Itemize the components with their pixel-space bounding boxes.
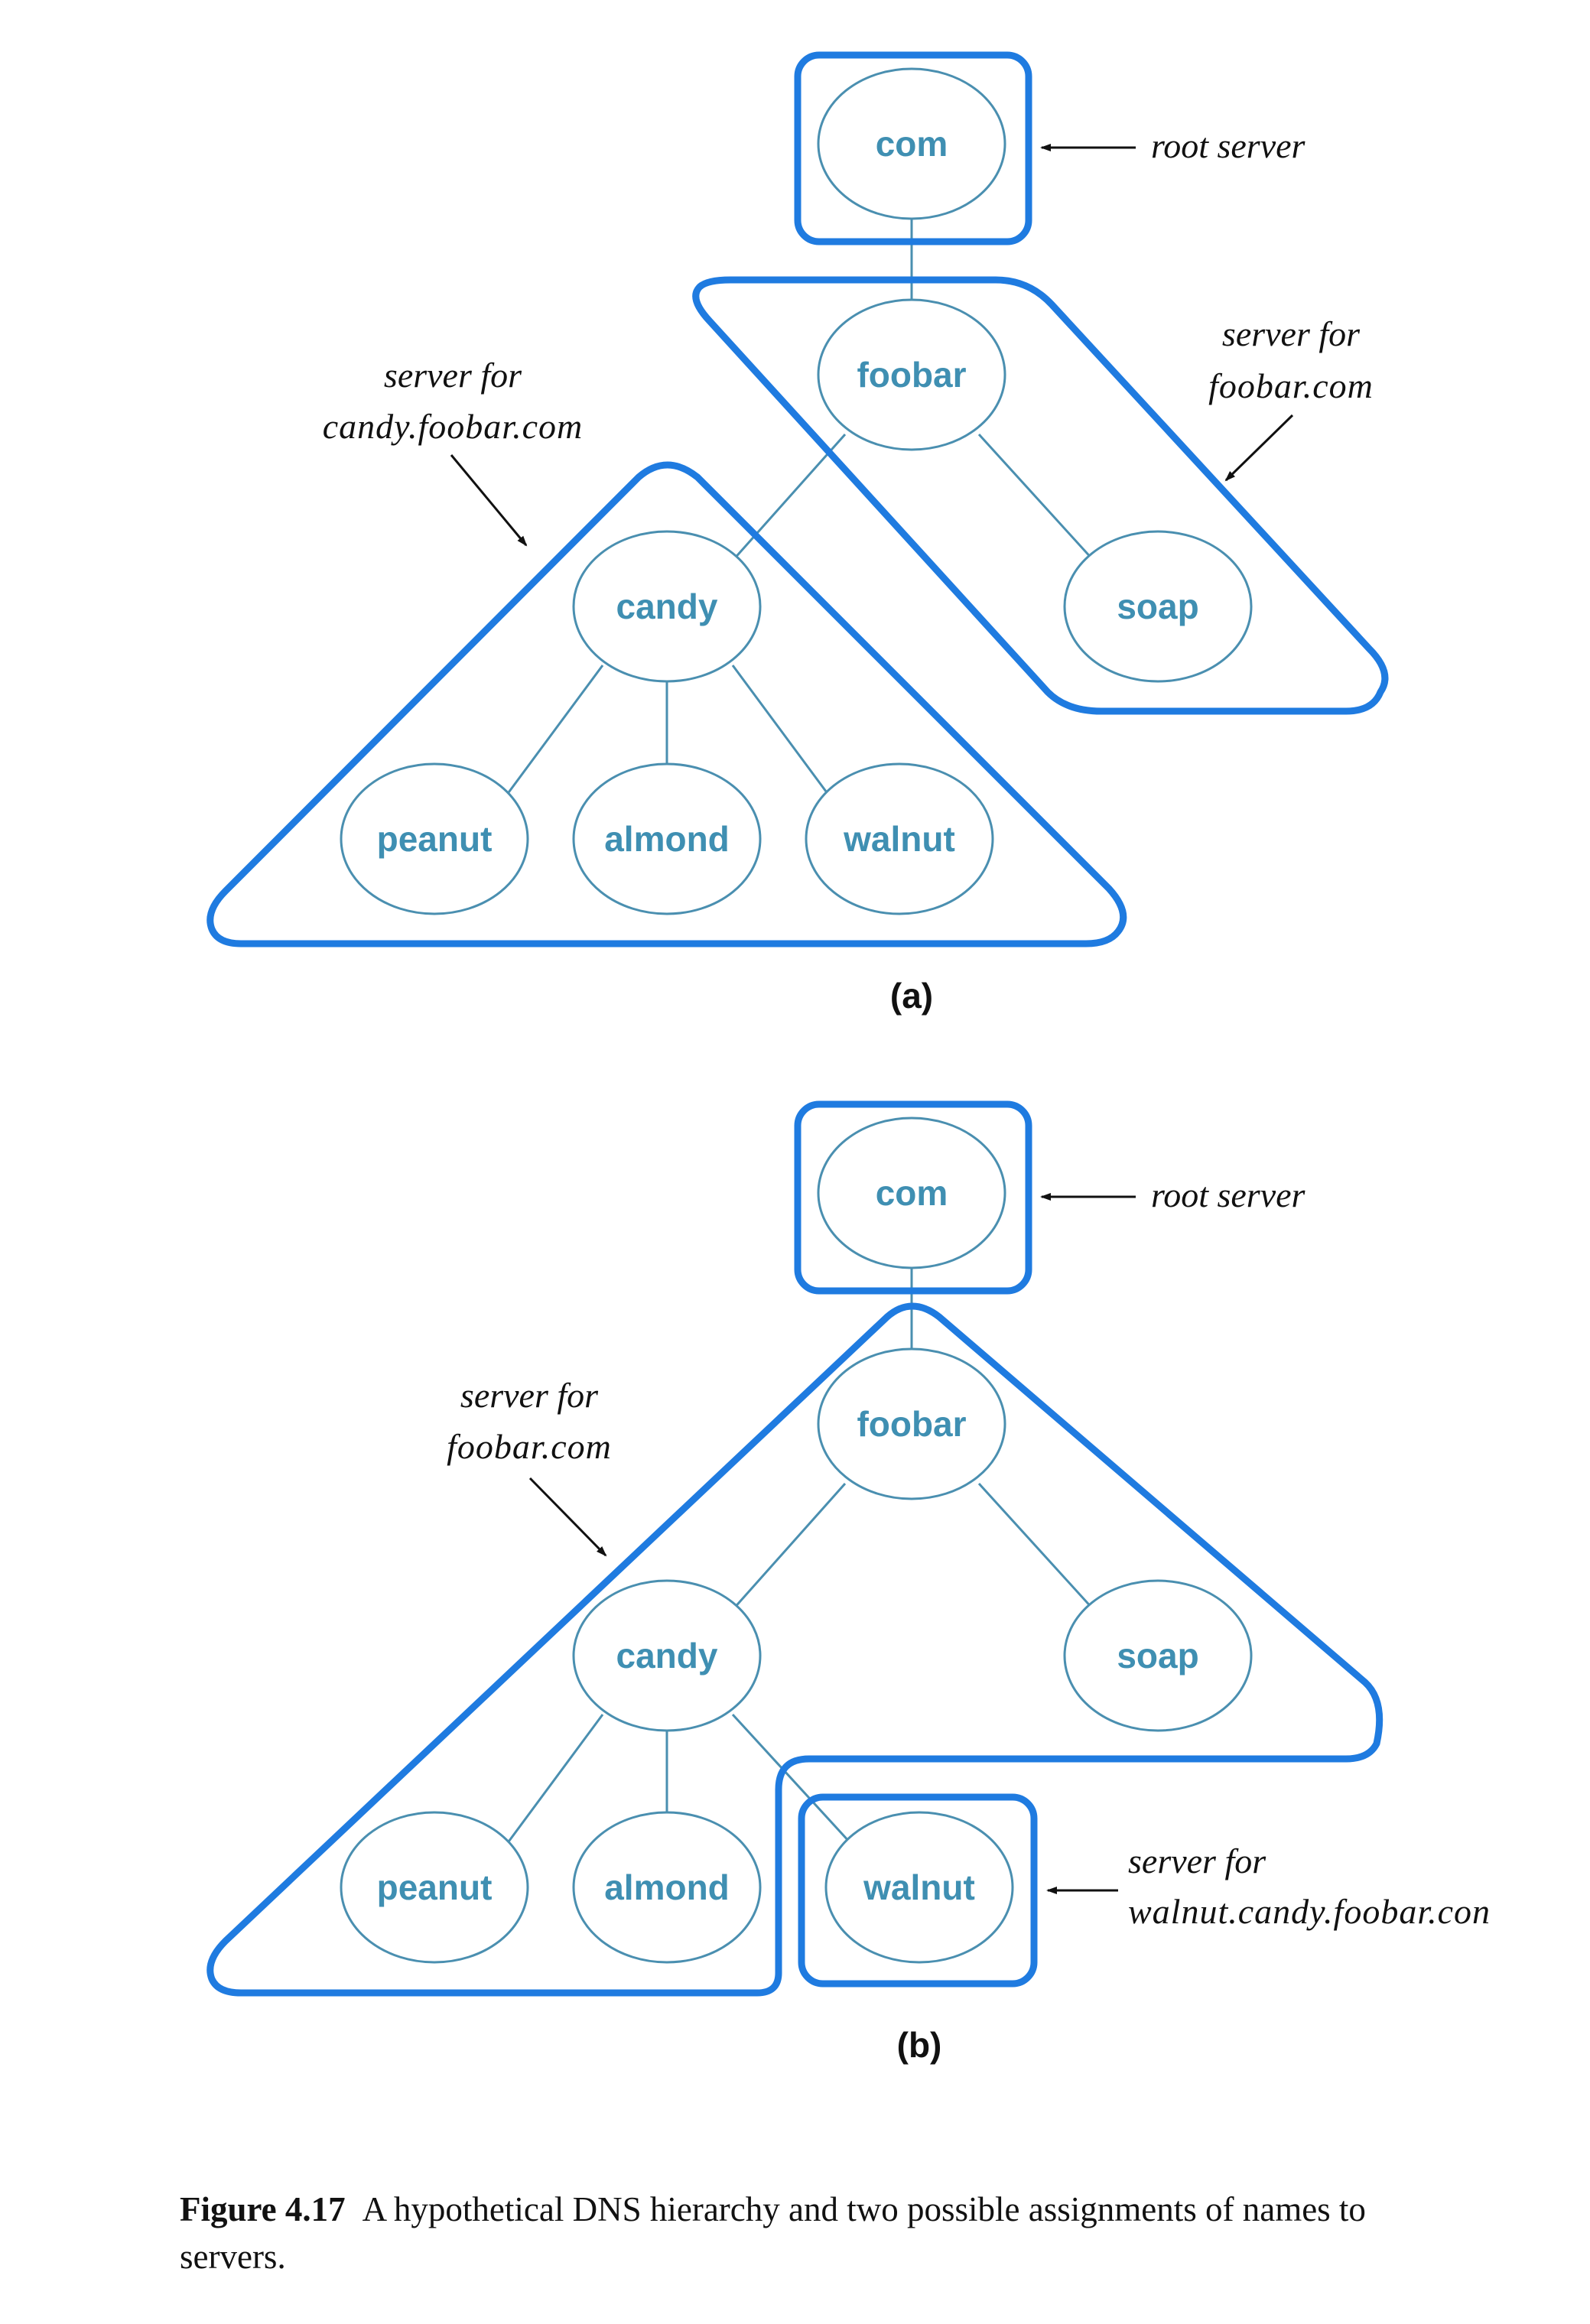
zone-candy-server <box>206 461 1127 947</box>
edge-candy-walnut <box>731 1713 852 1845</box>
node-almond-label: almond <box>604 819 730 859</box>
node-com: com <box>817 67 1006 220</box>
foobar-server-annotation-line1: server for <box>460 1376 599 1415</box>
walnut-server-annotation-line2: walnut.candy.foobar.con <box>1128 1892 1491 1931</box>
zone-foobar-server <box>692 276 1389 715</box>
root-server-annotation: root server <box>1151 1175 1306 1214</box>
zone-root-server <box>794 51 1032 245</box>
node-candy: candy <box>572 530 762 683</box>
edge-candy-peanut <box>503 665 604 798</box>
panel-a-label: (a) <box>890 976 933 1016</box>
node-walnut: walnut <box>805 762 994 915</box>
edge-candy-walnut <box>731 665 832 798</box>
walnut-server-annotation-line1: server for <box>1128 1841 1266 1880</box>
node-candy: candy <box>572 1579 762 1732</box>
node-candy-label: candy <box>616 587 718 626</box>
panel-b: com foobar candy soap peanut almond waln… <box>206 1100 1491 2065</box>
node-walnut-label: walnut <box>843 819 955 859</box>
caption-text: A hypothetical DNS hierarchy and two pos… <box>180 2190 1366 2276</box>
candy-server-annotation-line1: server for <box>384 356 522 395</box>
candy-server-arrow <box>450 454 528 547</box>
node-walnut: walnut <box>824 1811 1014 1964</box>
node-peanut-label: peanut <box>377 1867 493 1907</box>
zone-walnut-server <box>798 1793 1038 1988</box>
node-soap-label: soap <box>1117 1636 1198 1676</box>
edge-foobar-candy <box>731 434 847 561</box>
node-almond: almond <box>572 762 762 915</box>
foobar-server-arrow <box>528 1477 607 1557</box>
foobar-server-annotation-line2: foobar.com <box>1208 366 1374 405</box>
node-soap: soap <box>1063 1579 1253 1732</box>
foobar-server-annotation-line2: foobar.com <box>447 1427 612 1466</box>
node-peanut: peanut <box>340 762 529 915</box>
node-peanut: peanut <box>340 1811 529 1964</box>
zone-root-server <box>794 1100 1032 1295</box>
zone-foobar-server <box>206 1302 1384 1997</box>
panel-a: com foobar candy soap peanut almond waln… <box>206 51 1389 1016</box>
node-soap-label: soap <box>1117 587 1198 626</box>
edge-foobar-soap <box>977 1482 1095 1611</box>
node-almond-label: almond <box>604 1867 730 1907</box>
node-foobar-label: foobar <box>857 1404 966 1444</box>
node-soap: soap <box>1063 530 1253 683</box>
edge-foobar-candy <box>731 1483 847 1611</box>
node-foobar: foobar <box>817 298 1006 451</box>
candy-server-annotation-line2: candy.foobar.com <box>323 407 584 446</box>
node-almond: almond <box>572 1811 762 1964</box>
foobar-server-annotation-line1: server for <box>1222 314 1361 353</box>
node-com: com <box>817 1116 1006 1269</box>
node-foobar: foobar <box>817 1347 1006 1500</box>
panel-b-label: (b) <box>897 2025 942 2065</box>
node-com-label: com <box>876 1173 948 1213</box>
edge-candy-peanut <box>503 1714 604 1848</box>
edge-foobar-soap <box>977 433 1095 562</box>
foobar-server-arrow <box>1224 414 1294 482</box>
node-candy-label: candy <box>616 1636 718 1676</box>
figure-number: Figure 4.17 <box>180 2190 346 2228</box>
root-server-annotation: root server <box>1151 126 1306 165</box>
node-com-label: com <box>876 124 948 164</box>
node-peanut-label: peanut <box>377 819 493 859</box>
node-walnut-label: walnut <box>863 1867 975 1907</box>
node-foobar-label: foobar <box>857 355 966 395</box>
